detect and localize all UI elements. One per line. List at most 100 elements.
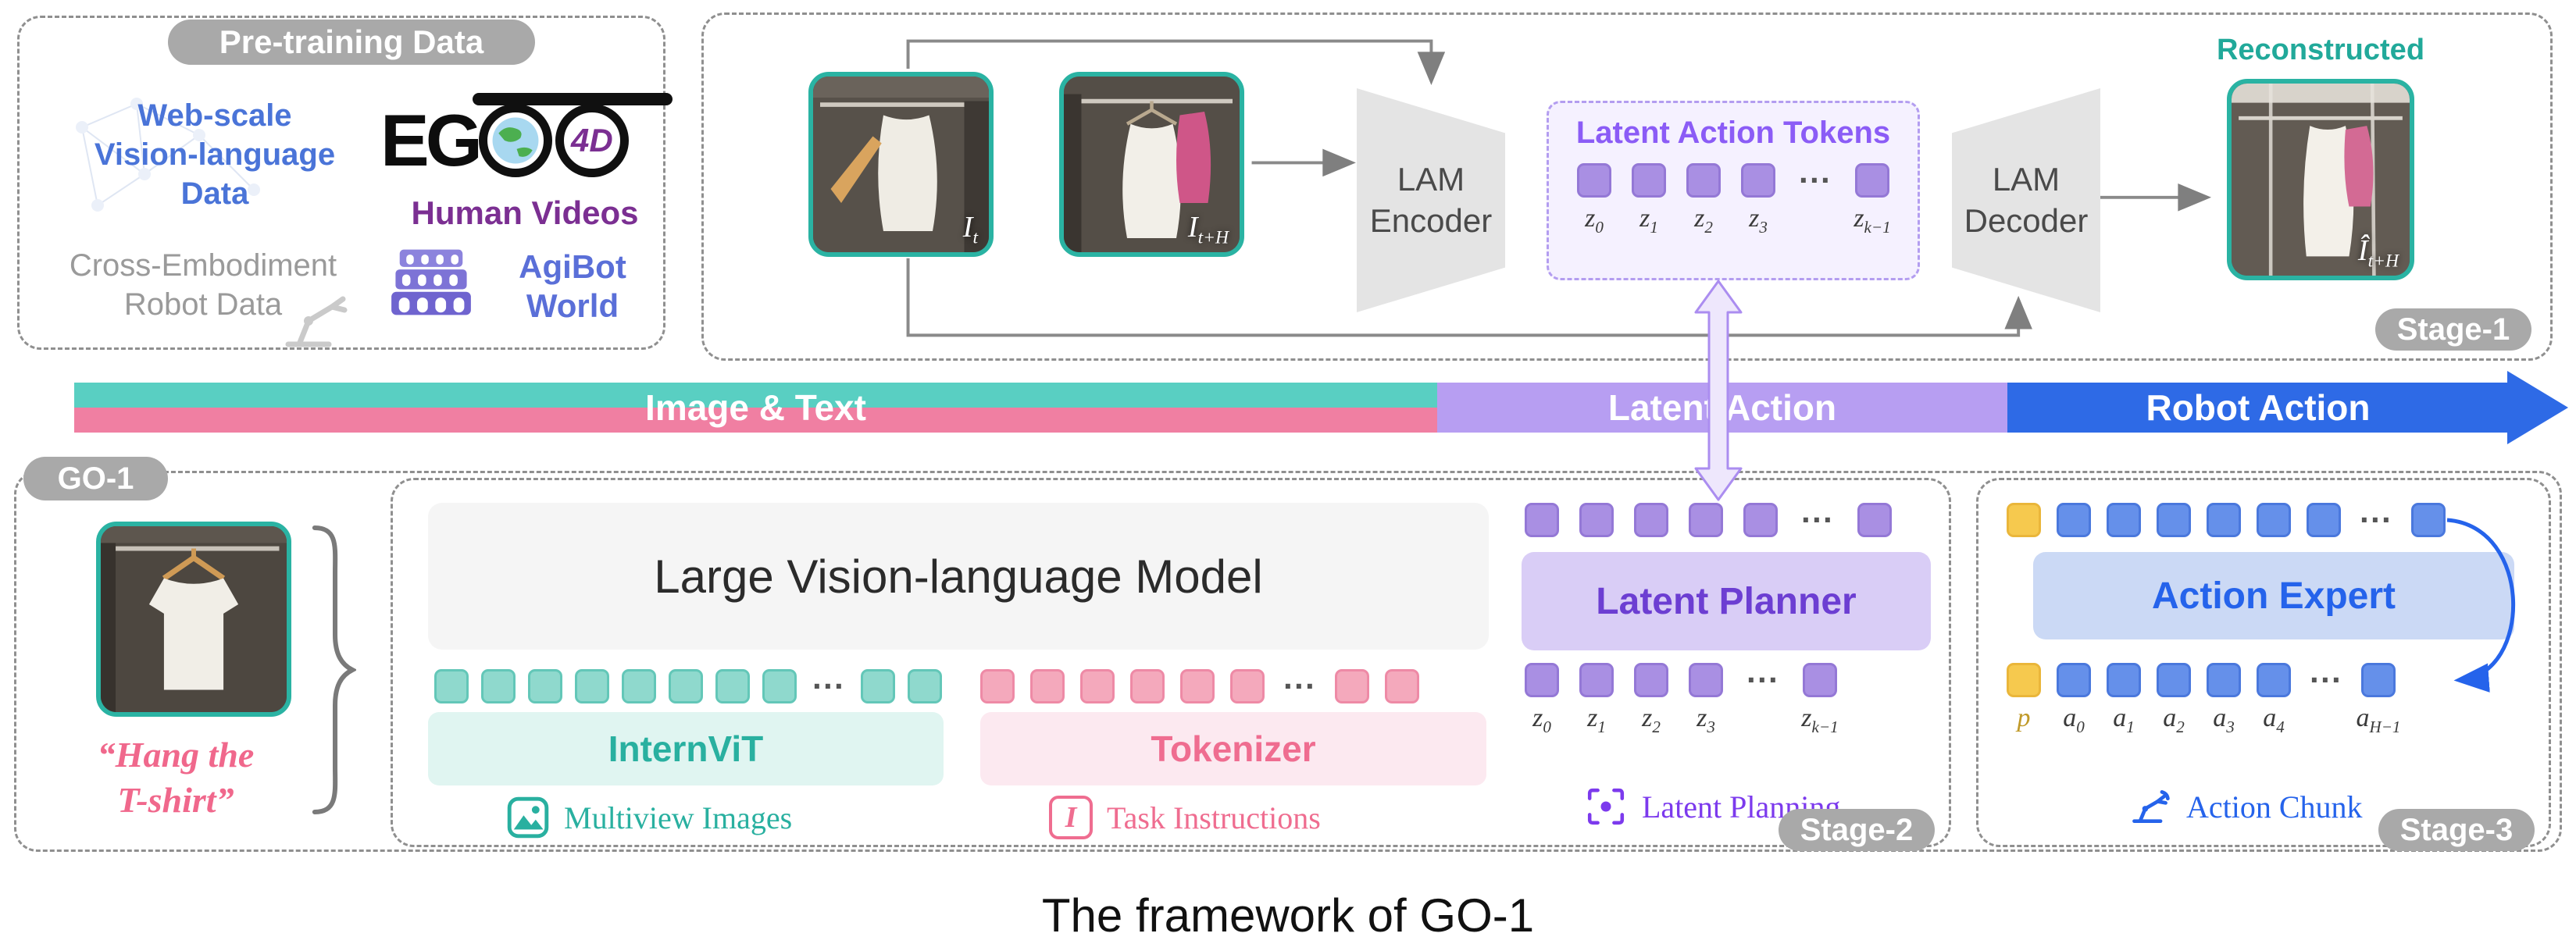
proprio-token xyxy=(2007,503,2041,537)
text-token xyxy=(1030,669,1065,703)
human-videos-label: Human Videos xyxy=(411,194,639,231)
curly-brace xyxy=(312,525,356,814)
image-token xyxy=(575,669,609,703)
flow-label-image-text: Image & Text xyxy=(645,387,866,428)
ellipsis: ··· xyxy=(1746,661,1779,698)
go1-panel xyxy=(14,471,2562,852)
pretraining-data-badge: Pre-training Data xyxy=(168,20,535,65)
latent-planning-caption: Latent Planning xyxy=(1584,784,1840,829)
flow-segment-robot-action: Robot Action xyxy=(2007,383,2509,433)
text-token-row: ··· xyxy=(980,669,1419,703)
image-token xyxy=(860,669,895,703)
image-token xyxy=(715,669,750,703)
image-token xyxy=(907,669,942,703)
vlm-block: Large Vision-language Model xyxy=(428,503,1489,650)
latent-action-tokens-box: Latent Action Tokens z0 z1 z2 z3 xyxy=(1547,101,1920,280)
text-strip xyxy=(74,408,1437,433)
stage3-badge: Stage-3 xyxy=(2378,809,2535,851)
text-token xyxy=(1180,669,1215,703)
action-chunk-label: Action Chunk xyxy=(2186,789,2363,825)
proprio-token: p xyxy=(2007,663,2041,737)
action-token-row-bottom: p a0 a1 a2 a3 a4 ··· xyxy=(2007,661,2400,737)
action-token xyxy=(2157,503,2191,537)
stage1-panel: It It+H LAM Encoder Latent Action Tokens… xyxy=(701,12,2553,361)
figure-caption: The framework of GO-1 xyxy=(1041,889,1535,942)
action-token xyxy=(2307,503,2341,537)
latent-token: z2 xyxy=(1634,663,1668,737)
action-expert-block: Action Expert xyxy=(2033,552,2514,639)
multiview-images-label: Multiview Images xyxy=(564,800,793,835)
task-instructions-label: Task Instructions xyxy=(1107,800,1321,835)
lam-decoder: LAM Decoder xyxy=(1952,88,2100,312)
image-token xyxy=(481,669,516,703)
action-token xyxy=(2207,503,2241,537)
latent-token: z0 xyxy=(1577,163,1612,237)
image-token xyxy=(622,669,656,703)
image-token xyxy=(528,669,562,703)
instruction-icon-letter: I xyxy=(1065,801,1077,834)
action-token: a1 xyxy=(2107,663,2141,737)
robot-arm-decoration-icon xyxy=(285,296,348,347)
ego4d-4d-lens: 4D xyxy=(555,104,629,177)
globe-icon xyxy=(478,104,552,177)
latent-token xyxy=(1579,503,1614,537)
ellipsis: ··· xyxy=(1801,501,1834,538)
stage2-badge: Stage-2 xyxy=(1779,809,1935,851)
image-token xyxy=(434,669,469,703)
web-scale-data-label: Web-scale Vision-language Data xyxy=(94,98,336,211)
action-chunk-caption: Action Chunk xyxy=(2128,784,2363,829)
latent-token xyxy=(1857,503,1892,537)
action-token xyxy=(2410,503,2446,537)
stage3-panel: ··· Action Expert p a0 a1 a2 xyxy=(1976,478,2551,851)
scan-icon xyxy=(1584,785,1628,828)
latent-token-row-bottom: z0 z1 z2 z3 ··· zk−1 xyxy=(1525,661,1839,737)
latent-planner-block: Latent Planner xyxy=(1522,552,1931,650)
reconstructed-label: Reconstructed xyxy=(2216,34,2425,66)
action-token xyxy=(2107,503,2141,537)
agibot-world-label: AgiBot World xyxy=(519,248,626,325)
task-instructions-caption: I Task Instructions xyxy=(1049,795,1321,840)
internvit-block: InternViT xyxy=(428,712,944,785)
robot-arm-icon xyxy=(2128,785,2172,828)
latent-token xyxy=(1525,503,1559,537)
multiview-images-caption: Multiview Images xyxy=(506,795,792,840)
action-token: aH−1 xyxy=(2356,663,2400,737)
ego4d-text: EG xyxy=(380,99,483,181)
latent-token xyxy=(1634,503,1668,537)
text-token xyxy=(1334,669,1369,703)
latent-token: z0 xyxy=(1525,663,1559,737)
ellipsis: ··· xyxy=(812,668,845,704)
colosseum-icon xyxy=(391,249,471,315)
latent-token: z3 xyxy=(1741,163,1776,237)
observation-image-t: It xyxy=(808,72,994,257)
pretraining-data-panel: Pre-training Data Web-scale Vision-langu… xyxy=(17,16,673,350)
image-label: It xyxy=(962,211,978,248)
glasses-bar-icon xyxy=(473,93,673,105)
double-arrow-icon xyxy=(1694,280,1743,501)
ego4d-logo: EG 4D xyxy=(380,93,673,185)
image-token xyxy=(762,669,797,703)
image-token-row: ··· xyxy=(434,669,942,703)
latent-token-row-top: ··· xyxy=(1525,503,1892,537)
image-label: Ît+H xyxy=(2357,234,2399,272)
latent-token xyxy=(1743,503,1778,537)
loop-arrow-icon xyxy=(2446,518,2515,693)
lam-encoder: LAM Encoder xyxy=(1357,88,1505,312)
instruction-icon: I xyxy=(1049,796,1093,839)
image-icon xyxy=(506,796,550,839)
action-token: a0 xyxy=(2057,663,2091,737)
observation-image-t-plus-h: It+H xyxy=(1059,72,1244,257)
latent-token xyxy=(1689,503,1723,537)
action-token xyxy=(2257,503,2291,537)
image-label: It+H xyxy=(1187,211,1229,248)
latent-action-tokens-title: Latent Action Tokens xyxy=(1575,116,1891,150)
reconstructed-image: Ît+H xyxy=(2227,79,2414,280)
action-token: a2 xyxy=(2157,663,2191,737)
latent-token: z1 xyxy=(1632,163,1667,237)
text-token xyxy=(1130,669,1165,703)
ellipsis: ··· xyxy=(1799,162,1832,198)
tokenizer-block: Tokenizer xyxy=(980,712,1486,785)
ellipsis: ··· xyxy=(2310,661,2342,698)
text-token xyxy=(1080,669,1115,703)
flow-segment-image-text: Image & Text xyxy=(74,383,1437,433)
